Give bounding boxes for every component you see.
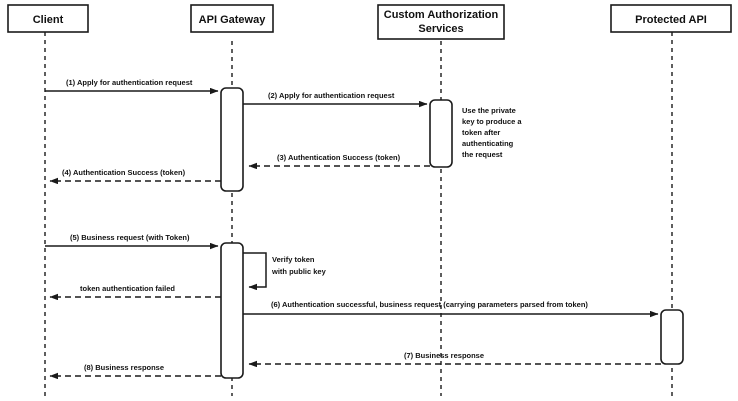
message-7[interactable]: (7) Business response bbox=[248, 351, 661, 368]
participant-custom-auth[interactable]: Custom Authorization Services bbox=[377, 4, 505, 40]
message-7-label: (7) Business response bbox=[404, 351, 484, 360]
private-key-note-line-1: Use the private bbox=[462, 106, 516, 115]
private-key-note-line-5: the request bbox=[462, 150, 503, 159]
message-3[interactable]: (3) Authentication Success (token) bbox=[248, 153, 430, 170]
activation-bars-group bbox=[220, 87, 684, 379]
message-self-verify-token-label-line2: with public key bbox=[271, 267, 327, 276]
message-2[interactable]: (2) Apply for authentication request bbox=[243, 91, 428, 108]
message-3-label: (3) Authentication Success (token) bbox=[277, 153, 401, 162]
message-4-label: (4) Authentication Success (token) bbox=[62, 168, 186, 177]
activation-api-gateway-auth[interactable] bbox=[220, 87, 244, 192]
message-2-label: (2) Apply for authentication request bbox=[268, 91, 395, 100]
message-self-verify-token-label-line1: Verify token bbox=[272, 255, 315, 264]
participant-box-custom-auth[interactable] bbox=[377, 4, 505, 40]
participant-protected-api[interactable]: Protected API bbox=[610, 4, 732, 33]
private-key-note: Use the private key to produce a token a… bbox=[462, 106, 522, 159]
message-8[interactable]: (8) Business response bbox=[49, 363, 221, 380]
message-8-label: (8) Business response bbox=[84, 363, 164, 372]
private-key-note-line-4: authenticating bbox=[462, 139, 514, 148]
participant-label-protected-api: Protected API bbox=[635, 14, 707, 26]
activation-custom-auth[interactable] bbox=[429, 99, 453, 168]
message-self-verify-token[interactable]: Verify token with public key bbox=[243, 252, 327, 291]
participant-label-custom-auth-line2: Services bbox=[418, 23, 463, 35]
message-4[interactable]: (4) Authentication Success (token) bbox=[49, 168, 221, 185]
participant-label-custom-auth-line1: Custom Authorization bbox=[384, 9, 499, 21]
activation-protected-api[interactable] bbox=[660, 309, 684, 365]
message-token-auth-failed-label: token authentication failed bbox=[80, 284, 175, 293]
participant-box-protected-api[interactable] bbox=[610, 4, 732, 33]
message-self-verify-token-arrow[interactable] bbox=[243, 252, 267, 291]
message-6[interactable]: (6) Authentication successful, business … bbox=[243, 300, 659, 318]
message-6-label: (6) Authentication successful, business … bbox=[271, 300, 588, 309]
private-key-note-line-2: key to produce a bbox=[462, 117, 522, 126]
participant-client[interactable]: Client bbox=[7, 4, 89, 33]
participant-api-gateway[interactable]: API Gateway bbox=[190, 4, 274, 33]
message-5-label: (5) Business request (with Token) bbox=[70, 233, 190, 242]
participant-box-client[interactable] bbox=[7, 4, 89, 33]
activation-api-gateway-business[interactable] bbox=[220, 242, 244, 379]
participant-label-client: Client bbox=[33, 14, 64, 26]
message-1[interactable]: (1) Apply for authentication request bbox=[45, 78, 219, 95]
message-token-auth-failed[interactable]: token authentication failed bbox=[49, 284, 221, 301]
message-5[interactable]: (5) Business request (with Token) bbox=[45, 233, 219, 250]
participant-box-api-gateway[interactable] bbox=[190, 4, 274, 33]
private-key-note-line-3: token after bbox=[462, 128, 500, 137]
message-1-label: (1) Apply for authentication request bbox=[66, 78, 193, 87]
participant-label-api-gateway: API Gateway bbox=[199, 14, 267, 26]
